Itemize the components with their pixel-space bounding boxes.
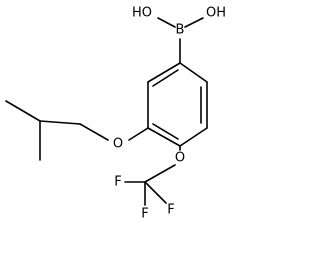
atom-hydroxyl-left-label: HO bbox=[132, 6, 152, 21]
bond-boron-oh-left bbox=[157, 17, 176, 28]
ring-bond-1 bbox=[179, 62, 208, 83]
atom-hydroxyl-right-label: OH bbox=[206, 6, 226, 21]
bond-boron-oh-right bbox=[184, 17, 204, 28]
boronic-acid-group bbox=[157, 17, 204, 64]
bond-ring-ether-o bbox=[128, 127, 149, 141]
ring-bond-3 bbox=[179, 127, 208, 147]
molecule-structure: B HO OH O O F F F bbox=[5, 6, 226, 222]
atom-fluorine-left-label: F bbox=[114, 175, 121, 190]
atom-boron-label: B bbox=[176, 23, 185, 38]
bond-c-f-right bbox=[144, 181, 167, 204]
trifluoromethoxy-group bbox=[124, 145, 181, 206]
bond-ether-o-ch2 bbox=[79, 123, 109, 141]
atom-fluorine-right-label: F bbox=[167, 203, 174, 218]
ring-bond-6 bbox=[147, 62, 181, 83]
ring-bond-4 bbox=[147, 127, 181, 147]
atom-fluorine-bottom-label: F bbox=[141, 207, 148, 222]
bond-ch2-ch bbox=[39, 120, 81, 125]
ring-bond-4-inner bbox=[152, 123, 179, 140]
ring-bond-6-inner bbox=[152, 69, 179, 87]
structure-canvas: B HO OH O O F F F bbox=[5, 6, 226, 222]
benzene-ring bbox=[147, 62, 208, 147]
isobutoxy-group bbox=[5, 100, 149, 161]
atom-ether-oxygen-label: O bbox=[113, 137, 123, 152]
atom-ocf3-oxygen-label: O bbox=[175, 151, 185, 166]
bond-ocf3-o-c bbox=[144, 164, 176, 183]
bond-ch-methyl-left bbox=[5, 100, 41, 122]
